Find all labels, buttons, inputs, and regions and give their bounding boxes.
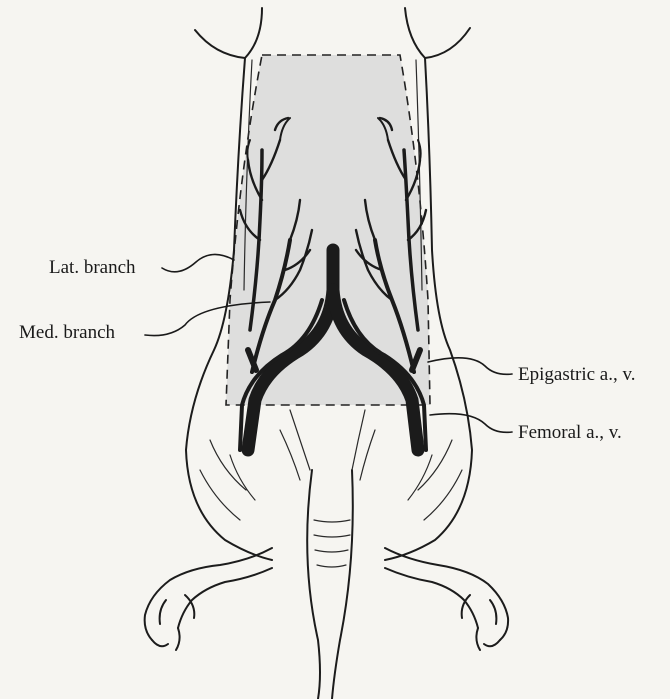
left-hind-leg <box>145 548 272 640</box>
left-ear-outline <box>195 8 262 58</box>
tail-base-fur <box>280 410 375 480</box>
femoral-leader <box>430 414 512 433</box>
right-ear-outline <box>405 8 470 58</box>
femoral-label: Femoral a., v. <box>518 423 622 442</box>
med-branch-label: Med. branch <box>19 323 115 342</box>
epigastric-leader <box>428 358 512 375</box>
left-hind-paw <box>152 595 194 650</box>
right-hind-leg <box>385 548 508 640</box>
lat-branch-label: Lat. branch <box>49 258 136 277</box>
tail-outline <box>307 470 353 699</box>
epigastric-label: Epigastric a., v. <box>518 365 635 384</box>
tail-rings <box>314 520 350 567</box>
lat-branch-leader <box>162 254 234 271</box>
